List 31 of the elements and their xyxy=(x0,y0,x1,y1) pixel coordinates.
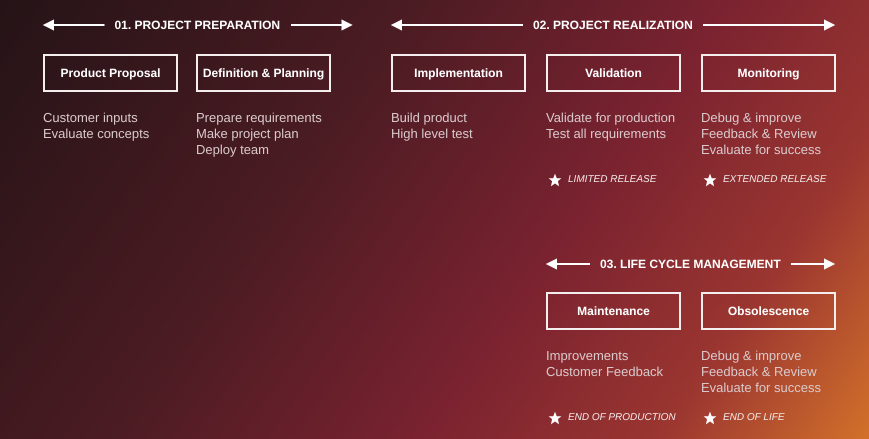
description-text: Build product xyxy=(391,110,467,126)
phase-box: Definition & Planning xyxy=(196,54,331,92)
description-text: Improvements xyxy=(546,348,628,364)
phase-box: Product Proposal xyxy=(43,54,178,92)
description-text: Test all requirements xyxy=(546,126,666,142)
description-text: Customer inputs xyxy=(43,110,138,126)
phase-box: Maintenance xyxy=(546,292,681,330)
milestone-text: END OF PRODUCTION xyxy=(568,411,676,425)
description-text: Evaluate for success xyxy=(701,380,821,396)
description-text: Prepare requirements xyxy=(196,110,322,126)
phase-box: Monitoring xyxy=(701,54,836,92)
description-text: Debug & improve xyxy=(701,348,802,364)
phase-heading: 01. PROJECT PREPARATION xyxy=(114,17,280,33)
phase-heading: 03. LIFE CYCLE MANAGEMENT xyxy=(600,256,781,272)
description-text: Customer Feedback xyxy=(546,364,664,380)
description-text: Feedback & Review xyxy=(701,364,817,380)
description-text: Deploy team xyxy=(196,142,269,158)
description-text: Feedback & Review xyxy=(701,126,817,142)
milestone-text: LIMITED RELEASE xyxy=(568,173,656,187)
description-text: Debug & improve xyxy=(701,110,802,126)
description-text: Evaluate concepts xyxy=(43,126,150,142)
description-text: Validate for production xyxy=(546,110,676,126)
phase-box: Obsolescence xyxy=(701,292,836,330)
milestone-text: EXTENDED RELEASE xyxy=(723,173,826,187)
phase-heading: 02. PROJECT REALIZATION xyxy=(533,17,693,33)
description-text: Evaluate for success xyxy=(701,142,821,158)
description-text: High level test xyxy=(391,126,473,142)
phase-box: Implementation xyxy=(391,54,526,92)
milestone-text: END OF LIFE xyxy=(723,411,784,425)
phase-box: Validation xyxy=(546,54,681,92)
description-text: Make project plan xyxy=(196,126,299,142)
